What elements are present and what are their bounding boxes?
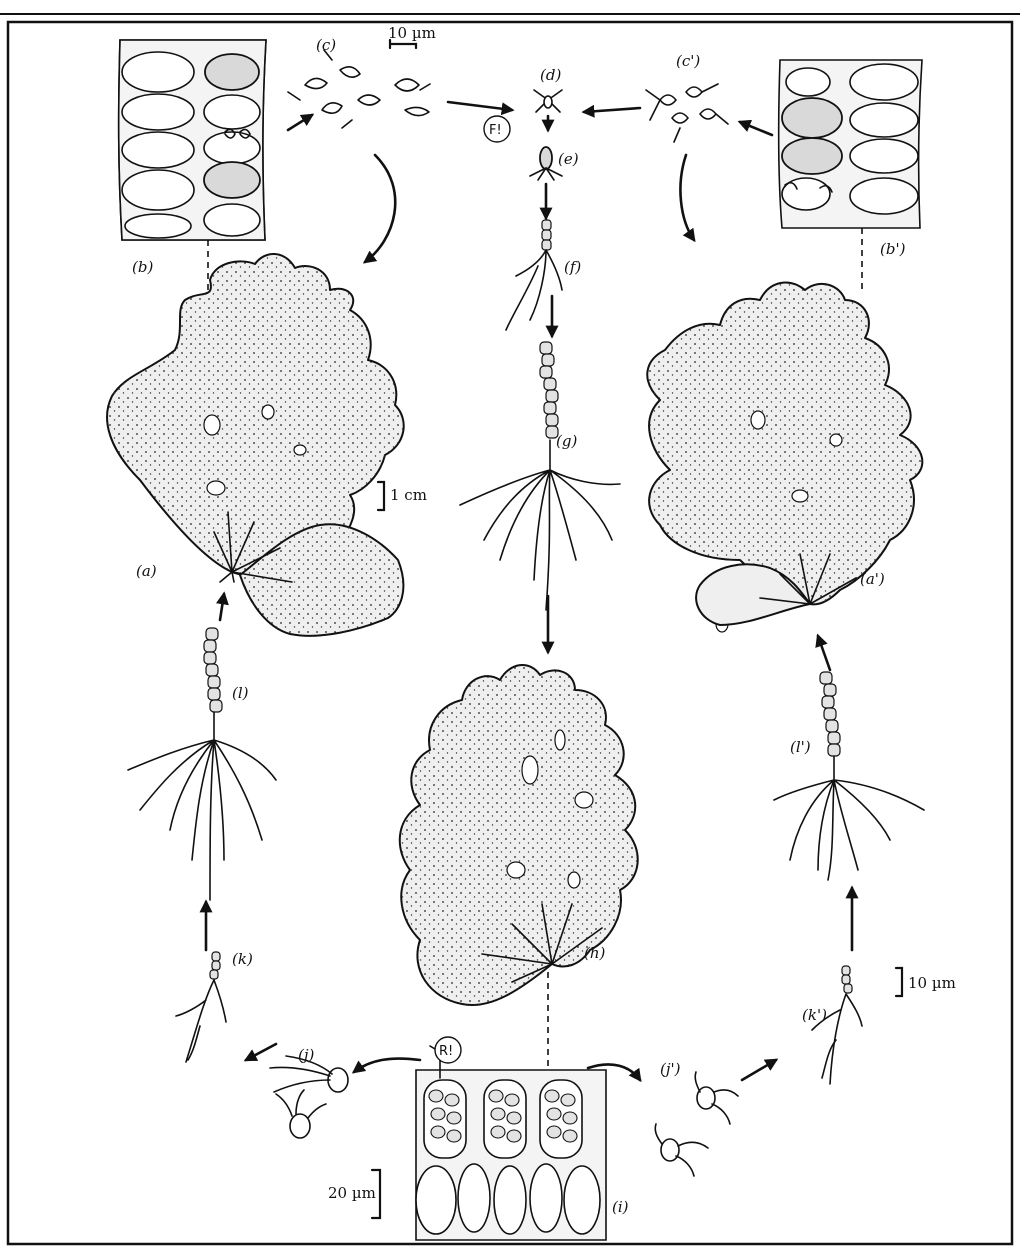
arrow-c-to-a [365,155,395,262]
label-a: (a) [136,562,157,580]
fertilization-text: F! [489,123,502,138]
label-f: (f) [564,258,581,276]
arrow-i-to-j [354,1059,420,1073]
germling-f [506,220,562,330]
scale-tissue-label: 20 µm [328,1184,376,1202]
gametes-c-prime [646,84,728,142]
label-g: (g) [556,432,577,450]
label-a-prime: (a') [860,570,885,588]
label-j-prime: (j') [660,1060,681,1078]
label-l-prime: (l') [790,738,811,756]
label-i: (i) [612,1198,629,1216]
label-b-prime: (b') [880,240,906,258]
label-b: (b) [132,258,153,276]
top-strip [0,0,1020,14]
label-e: (e) [558,150,579,168]
scale-thallus-label: 1 cm [390,486,427,504]
arrow-b-to-c [288,115,312,130]
label-h: (h) [584,944,606,962]
germling-l-prime [774,672,924,880]
tissue-section-b-prime [779,60,922,228]
arrow-l-prime-to-a-prime [818,636,830,670]
arrow-j-prime-to-k-prime [742,1060,776,1080]
germling-g [460,342,620,610]
germling-k [176,952,226,1062]
arrow-c-prime-to-a-prime [680,155,694,240]
arrow-c-prime-to-d [584,108,640,112]
germling-l [128,628,276,900]
label-c-prime: (c') [676,52,700,70]
scale-gamete-label: 10 µm [388,24,436,42]
arrow-c-to-d [448,102,512,110]
spores-j [270,1056,348,1138]
arrow-l-to-a [220,594,224,620]
scale-bar-thallus [378,482,384,510]
label-c: (c) [316,36,336,54]
fusing-gametes-d [534,90,562,130]
tissue-section-b [119,40,266,240]
label-l: (l) [232,684,249,702]
meiosis-text: R! [439,1044,453,1059]
label-j: (j) [298,1046,315,1064]
label-k-prime: (k') [802,1006,827,1024]
spores-j-prime [655,1072,738,1176]
arrow-b-prime-to-c-prime [740,122,772,135]
tissue-section-i [416,1046,606,1240]
label-k: (k) [232,950,253,968]
scale-germling-label: 10 µm [908,974,956,992]
arrow-j-to-k [246,1044,276,1060]
label-d: (d) [540,66,561,84]
germling-k-prime [812,966,862,1084]
scale-bar-germling [896,968,902,996]
